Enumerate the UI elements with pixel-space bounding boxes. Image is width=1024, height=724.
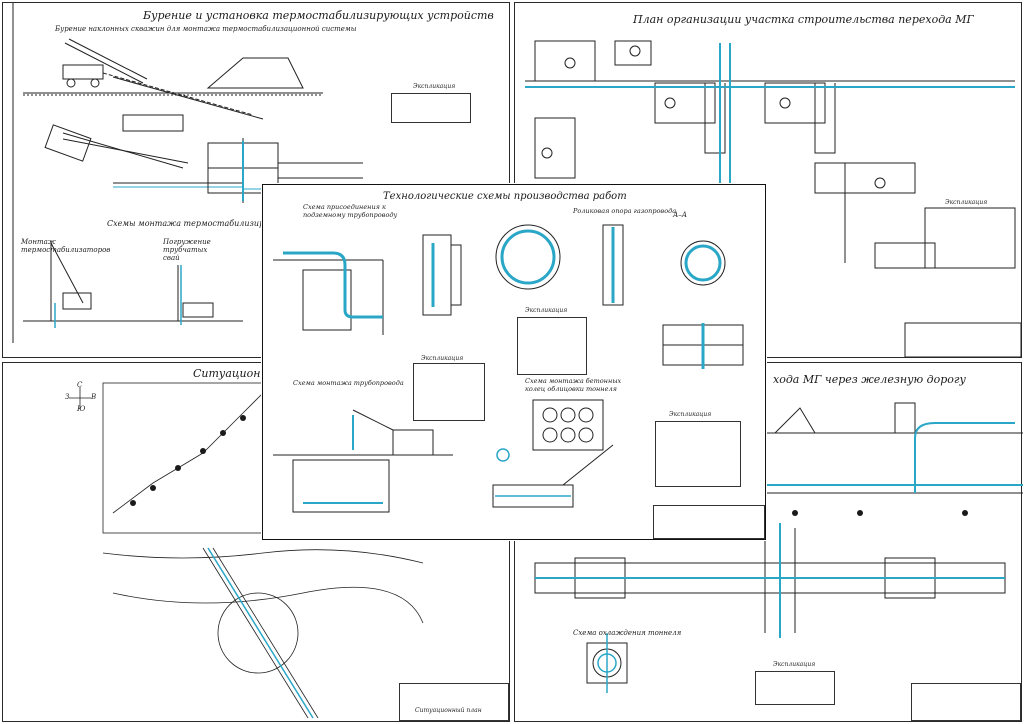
legend-title-top-left: Экспликация xyxy=(413,83,456,90)
pipe-mount-title: Схема монтажа трубопровода xyxy=(293,379,404,387)
legend-title-top-right: Экспликация xyxy=(945,199,988,206)
legend-table-center-3 xyxy=(655,421,741,487)
compass-north: С xyxy=(77,381,83,389)
compass-east: В xyxy=(91,393,97,401)
legend-title-center-3: Экспликация xyxy=(669,411,712,418)
drilling-subtitle: Бурение наклонных скважин для монтажа те… xyxy=(55,25,357,33)
legend-title-center-1: Экспликация xyxy=(421,355,464,362)
title-block-bottom-left xyxy=(399,683,509,721)
cooling-title: Схема охлаждения тоннеля xyxy=(573,629,682,637)
connect-title: Схема присоединения к подземному трубопр… xyxy=(303,203,398,219)
roller-title: Роликовая опора газопровода xyxy=(573,207,677,215)
situation-map xyxy=(69,382,424,719)
sheet-title-bottom-right: хода МГ через железную дорогу xyxy=(773,373,966,386)
legend-table-center-1 xyxy=(413,363,485,421)
label-pile: Погружение трубчатых свай xyxy=(163,238,211,262)
compass-south: Ю xyxy=(77,405,86,413)
label-install: Монтаж термостабилизаторов xyxy=(21,238,111,254)
sheet-title-top-left: Бурение и установка термостабилизирующих… xyxy=(143,9,494,22)
legend-title-bottom-right: Экспликация xyxy=(773,661,816,668)
title-block-bottom-right xyxy=(911,683,1021,721)
sheet-bottom-right: хода МГ через железную дорогу xyxy=(514,362,1023,722)
rings-mount-title: Схема монтажа бетонных колец облицовки т… xyxy=(525,377,622,393)
sheet-title-center: Технологические схемы производства работ xyxy=(383,191,627,202)
tech-schemes-drawing xyxy=(273,224,744,513)
railway-crossing-drawing xyxy=(534,402,1023,693)
scheme-title-top-left: Схемы монтажа термостабилизирующих устро… xyxy=(107,219,345,228)
stamp-name-bottom-left: Ситуационный план xyxy=(415,707,482,714)
title-block-center xyxy=(653,505,765,539)
legend-table-bottom-right xyxy=(755,671,835,705)
sheet-title-top-right: План организации участка строительства п… xyxy=(633,13,974,26)
legend-title-center-2: Экспликация xyxy=(525,307,568,314)
legend-table-top-left xyxy=(391,93,471,123)
sheet-center: Технологические схемы производства работ… xyxy=(262,184,766,540)
drilling-drawing xyxy=(12,3,363,343)
legend-table-center-2 xyxy=(517,317,587,375)
section-label: А–А xyxy=(673,211,688,219)
sheet-top-left: Бурение и установка термостабилизирующих… xyxy=(2,2,510,358)
compass-west: З xyxy=(65,393,70,401)
